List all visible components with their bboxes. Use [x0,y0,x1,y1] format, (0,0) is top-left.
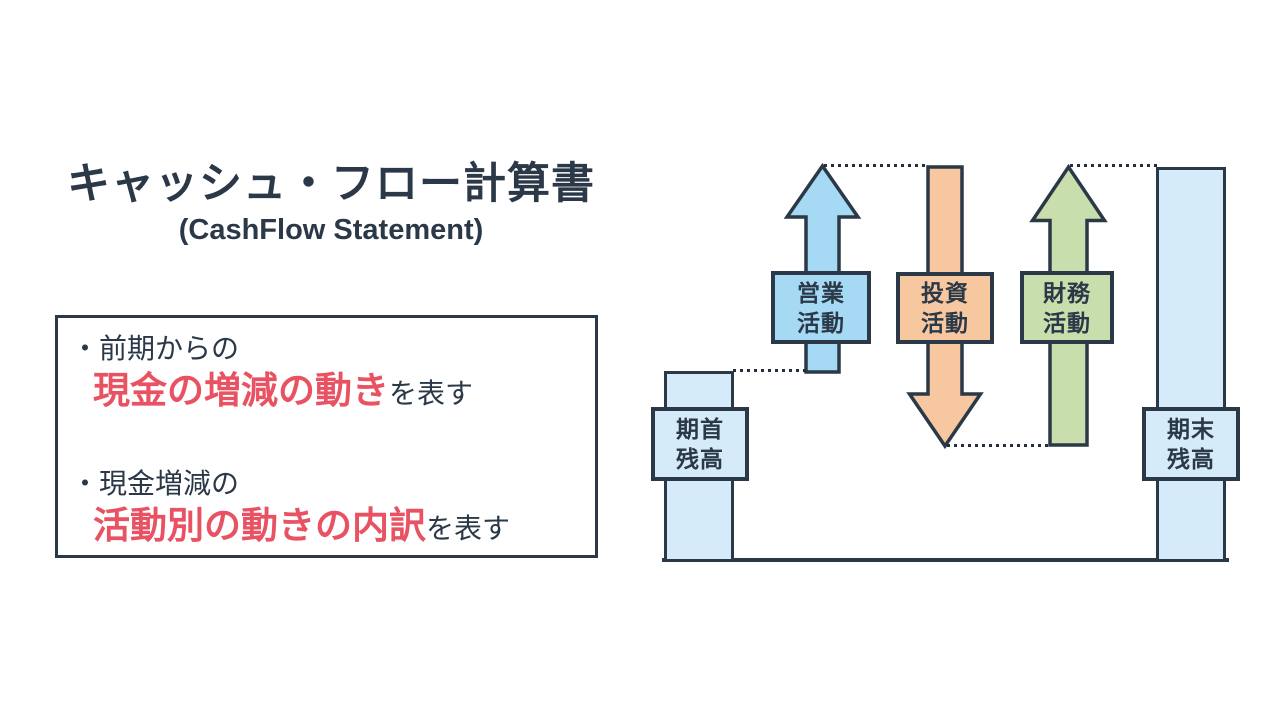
title-block: キャッシュ・フロー計算書 (CashFlow Statement) [40,158,622,247]
note-suffix: を表す [389,378,474,409]
note-item: ・前期からの 現金の増減の動きを表す [71,332,585,421]
ending-balance-label: 期末 残高 [1142,407,1240,481]
dotted-connector-operating-to-investing [824,164,928,167]
label-line: 活動 [1043,309,1091,336]
note-suffix: を表す [426,513,511,544]
note-item: ・現金増減の 活動別の動きの内訳を表す [71,467,585,556]
baseline [662,558,1229,562]
dotted-connector-investing-to-financing [947,444,1050,447]
page-subtitle: (CashFlow Statement) [178,214,484,246]
label-line: 活動 [921,310,969,336]
note-prefix: ・現金増減の [71,468,240,499]
note-main: 現金の増減の動きを表す [93,369,585,421]
ending-balance-bar [1156,167,1226,562]
label-line: 営業 [797,279,845,306]
dotted-connector-financing-to-end [1070,164,1157,167]
dotted-connector-begin-to-operating [733,369,807,372]
note-main: 活動別の動きの内訳を表す [93,504,585,556]
note-highlight: 現金の増減の動き [93,370,389,411]
page-title: キャッシュ・フロー計算書 [67,160,595,208]
label-line: 残高 [1167,446,1215,472]
financing-activities-label: 財務 活動 [1020,271,1114,344]
note-prefix: ・前期からの [71,333,240,364]
notes-box: ・前期からの 現金の増減の動きを表す ・現金増減の 活動別の動きの内訳を表す [55,315,598,558]
operating-activities-label: 営業 活動 [771,271,871,344]
investing-activities-label: 投資 活動 [896,272,994,344]
label-line: 財務 [1043,279,1091,306]
label-line: 期末 [1167,416,1215,442]
label-line: 期首 [676,416,724,442]
label-line: 投資 [921,280,969,306]
beginning-balance-label: 期首 残高 [651,407,749,481]
note-highlight: 活動別の動きの内訳 [93,505,426,546]
label-line: 残高 [676,446,724,472]
label-line: 活動 [797,309,845,336]
